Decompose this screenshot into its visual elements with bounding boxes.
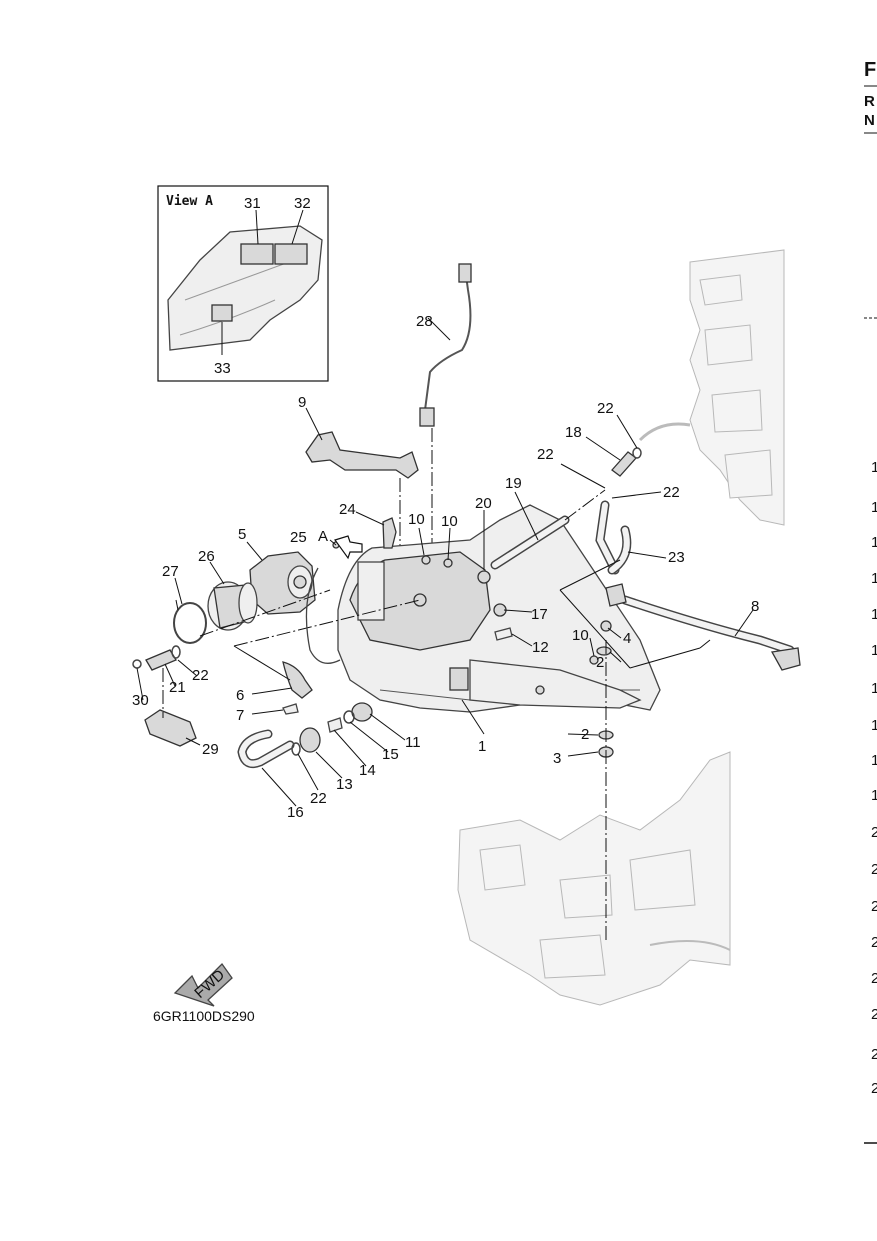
callout-33: 33 <box>214 360 231 377</box>
callout-29: 29 <box>202 741 219 758</box>
callout-14: 14 <box>359 762 376 779</box>
row-number: 1 <box>871 606 877 623</box>
label-33-sticker <box>211 304 233 322</box>
callout-28: 28 <box>416 313 433 330</box>
row-number: 1 <box>871 752 877 769</box>
callout-30: 30 <box>132 692 149 709</box>
callout-26: 26 <box>198 548 215 565</box>
label-32-sticker <box>274 243 308 265</box>
pump-assembly-5 <box>249 551 316 615</box>
row-number: 1 <box>871 534 877 551</box>
label-31-sticker <box>240 243 274 265</box>
callout-19: 19 <box>505 475 522 492</box>
callout-22: 22 <box>663 484 680 501</box>
callout-13: 13 <box>336 776 353 793</box>
hose-8 <box>605 583 801 671</box>
callout-3: 3 <box>553 750 561 767</box>
small-parts-11-15 <box>291 702 373 756</box>
row-number: 1 <box>871 680 877 697</box>
callout-15: 15 <box>382 746 399 763</box>
row-number: 1 <box>871 459 877 476</box>
callout-4: 4 <box>623 630 631 647</box>
callout-31: 31 <box>244 195 261 212</box>
callout-32: 32 <box>294 195 311 212</box>
callout-6: 6 <box>236 687 244 704</box>
row-number: 2 <box>871 824 877 841</box>
callout-9: 9 <box>298 394 306 411</box>
right-edge-heading: F R N <box>864 59 877 1144</box>
fitting-21 <box>132 645 181 671</box>
lever-6 <box>282 661 313 715</box>
row-number: 2 <box>871 898 877 915</box>
bracket-24 <box>382 517 397 549</box>
row-number: 2 <box>871 970 877 987</box>
hose-19 <box>490 489 606 570</box>
callout-25: 25 <box>290 529 307 546</box>
callout-16: 16 <box>287 804 304 821</box>
callout-17: 17 <box>531 606 548 623</box>
callout-23: 23 <box>668 549 685 566</box>
view-a-arrow: A <box>318 528 363 560</box>
callout-22: 22 <box>310 790 327 807</box>
callout-8: 8 <box>751 598 759 615</box>
band-26 <box>207 581 258 631</box>
callout-10: 10 <box>441 513 458 530</box>
row-number: 1 <box>871 787 877 804</box>
heading-letter-r: R <box>864 93 875 110</box>
callout-18: 18 <box>565 424 582 441</box>
leader-lines <box>136 317 754 807</box>
clamp-27 <box>173 599 207 644</box>
callout-20: 20 <box>475 495 492 512</box>
heading-letter-f: F <box>864 59 876 81</box>
engine-block-ghost-top <box>638 249 785 526</box>
group-lines <box>162 559 711 718</box>
hose-23 <box>595 500 632 575</box>
callout-5: 5 <box>238 526 246 543</box>
holder-29 <box>144 709 197 747</box>
callout-24: 24 <box>339 501 356 518</box>
callout-1: 1 <box>478 738 486 755</box>
callout-22: 22 <box>597 400 614 417</box>
row-number: 2 <box>871 1046 877 1063</box>
row-number: 1 <box>871 499 877 516</box>
row-number: 1 <box>871 642 877 659</box>
callout-2: 2 <box>596 654 604 671</box>
callout-22: 22 <box>192 667 209 684</box>
callout-11: 11 <box>405 734 421 751</box>
view-a-inset: View A 31 32 33 <box>157 185 329 382</box>
drawing-code: 6GR1100DS290 <box>153 1008 255 1024</box>
fwd-arrow-icon <box>173 962 233 1007</box>
view-a-pointer-label: A <box>318 528 328 545</box>
hose-16 <box>237 729 295 769</box>
engine-block-ghost-bottom <box>457 751 731 1006</box>
fwd-indicator: FWD <box>173 962 233 1007</box>
row-number: 1 <box>871 570 877 587</box>
row-number: 2 <box>871 1080 877 1097</box>
pipe-18 <box>611 447 642 477</box>
callout-2: 2 <box>581 726 589 743</box>
callout-10: 10 <box>408 511 425 528</box>
row-number: 2 <box>871 861 877 878</box>
row-number: 1 <box>871 717 877 734</box>
row-number: 2 <box>871 1006 877 1023</box>
callout-27: 27 <box>162 563 179 580</box>
callout-10: 10 <box>572 627 589 644</box>
callout-7: 7 <box>236 707 244 724</box>
row-number: 2 <box>871 934 877 951</box>
view-a-title: View A <box>166 194 213 209</box>
callout-12: 12 <box>532 639 549 656</box>
callout-21: 21 <box>169 679 186 696</box>
heading-letter-n: N <box>864 112 875 129</box>
callout-22: 22 <box>537 446 554 463</box>
right-edge-row-numbers: 1 1 1 1 1 1 1 1 1 1 2 2 2 2 2 2 2 2 <box>871 459 877 1097</box>
